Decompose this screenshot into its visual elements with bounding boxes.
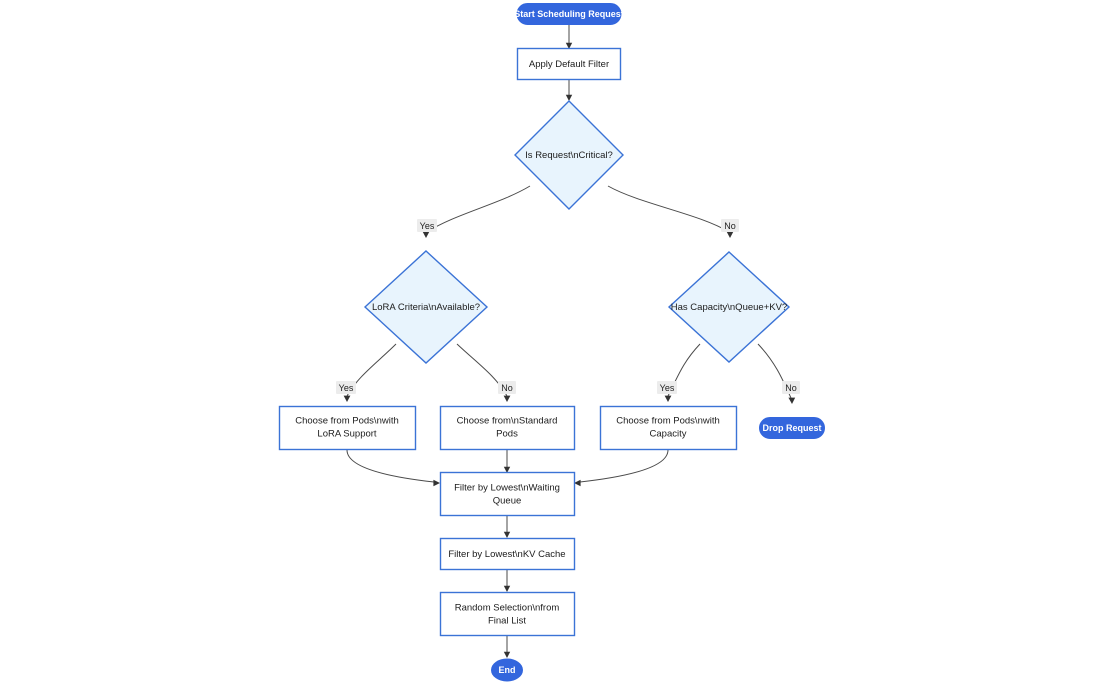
node-start[interactable]: Start Scheduling Request: [514, 3, 624, 25]
node-lora-criteria-available-label: LoRA Criteria\nAvailable?: [372, 302, 480, 313]
edge-label-capacity-no: No: [782, 381, 800, 394]
node-has-capacity-queue-kv-shape[interactable]: [667, 251, 791, 363]
node-start-label: Start Scheduling Request: [514, 9, 624, 19]
edge-label-critical-no: No: [721, 219, 739, 232]
node-has-capacity-queue-kv-label: Has Capacity\nQueue+KV?: [671, 302, 787, 313]
node-random-selection-label-line1: Random Selection\nfrom: [455, 603, 560, 614]
node-choose-standard-pods-label-line1: Choose from\nStandard: [457, 416, 558, 427]
node-random-selection-label-line2: Final List: [488, 616, 526, 627]
node-choose-pods-lora-label-line2: LoRA Support: [317, 429, 377, 440]
node-end-label: End: [499, 665, 516, 675]
node-is-request-critical-label: Is Request\nCritical?: [525, 150, 613, 161]
edge-is-request-critical-to-lora-criteria: [422, 185, 531, 238]
node-choose-pods-lora-label-line1: Choose from Pods\nwith: [295, 416, 399, 427]
edge-filter-kv-cache-to-random-selection: [503, 570, 511, 592]
edge-label-capacity-yes: Yes: [657, 381, 677, 394]
node-filter-waiting-queue-label-line1: Filter by Lowest\nWaiting: [454, 483, 560, 494]
edge-label-text: No: [785, 383, 797, 393]
edge-label-text: No: [501, 383, 513, 393]
node-lora-criteria-available[interactable]: LoRA Criteria\nAvailable?: [363, 250, 489, 364]
node-choose-pods-capacity-shape[interactable]: [599, 405, 738, 451]
nodes-layer: Start Scheduling Request Apply Default F…: [278, 3, 825, 682]
edge-has-capacity-to-drop-request: [757, 343, 796, 404]
node-is-request-critical-shape[interactable]: [514, 100, 624, 210]
node-choose-pods-capacity-label-line1: Choose from Pods\nwith: [616, 416, 720, 427]
edge-choose-pods-lora-to-filter-waiting-queue: [346, 449, 440, 487]
edge-label-text: No: [724, 221, 736, 231]
node-drop-request[interactable]: Drop Request: [759, 417, 825, 439]
node-start-shape[interactable]: [516, 3, 622, 25]
node-choose-pods-lora-shape[interactable]: [278, 405, 417, 451]
node-choose-pods-capacity[interactable]: Choose from Pods\nwith Capacity: [599, 405, 738, 451]
node-filter-waiting-queue-shape[interactable]: [439, 471, 576, 517]
node-random-selection-shape[interactable]: [439, 591, 576, 637]
node-filter-waiting-queue-label-line2: Queue: [493, 496, 522, 507]
node-choose-standard-pods-label-line2: Pods: [496, 429, 518, 440]
node-apply-default-filter[interactable]: Apply Default Filter: [516, 47, 622, 81]
edge-choose-pods-capacity-to-filter-waiting-queue: [574, 449, 669, 487]
edge-labels-layer: Yes No Yes No Yes No: [336, 219, 800, 394]
node-drop-request-label: Drop Request: [762, 423, 821, 433]
node-apply-default-filter-label: Apply Default Filter: [529, 59, 609, 70]
node-is-request-critical[interactable]: Is Request\nCritical?: [514, 100, 624, 210]
node-end-shape[interactable]: [491, 658, 523, 682]
node-end[interactable]: End: [491, 658, 523, 682]
edge-is-request-critical-to-has-capacity: [607, 185, 734, 238]
node-choose-pods-capacity-label-line2: Capacity: [650, 429, 687, 440]
edge-label-text: Yes: [660, 383, 675, 393]
node-filter-kv-cache-shape[interactable]: [439, 537, 576, 571]
edge-choose-standard-pods-to-filter-waiting-queue: [503, 450, 511, 473]
node-random-selection[interactable]: Random Selection\nfrom Final List: [439, 591, 576, 637]
node-choose-pods-lora[interactable]: Choose from Pods\nwith LoRA Support: [278, 405, 417, 451]
node-lora-criteria-available-shape[interactable]: [363, 250, 489, 364]
node-choose-standard-pods[interactable]: Choose from\nStandard Pods: [439, 405, 576, 451]
node-choose-standard-pods-shape[interactable]: [439, 405, 576, 451]
edge-label-text: Yes: [420, 221, 435, 231]
edge-label-critical-yes: Yes: [417, 219, 437, 232]
edge-label-text: Yes: [339, 383, 354, 393]
edge-apply-default-filter-to-is-request-critical: [565, 80, 573, 101]
node-drop-request-shape[interactable]: [759, 417, 825, 439]
node-filter-kv-cache[interactable]: Filter by Lowest\nKV Cache: [439, 537, 576, 571]
node-filter-waiting-queue[interactable]: Filter by Lowest\nWaiting Queue: [439, 471, 576, 517]
edge-label-lora-yes: Yes: [336, 381, 356, 394]
edge-random-selection-to-end: [503, 636, 511, 658]
edge-start-to-apply-default-filter: [565, 25, 573, 49]
edge-label-lora-no: No: [498, 381, 516, 394]
node-apply-default-filter-shape[interactable]: [516, 47, 622, 81]
node-has-capacity-queue-kv[interactable]: Has Capacity\nQueue+KV?: [667, 251, 791, 363]
node-filter-kv-cache-label: Filter by Lowest\nKV Cache: [448, 549, 565, 560]
edge-filter-waiting-queue-to-filter-kv-cache: [503, 516, 511, 538]
